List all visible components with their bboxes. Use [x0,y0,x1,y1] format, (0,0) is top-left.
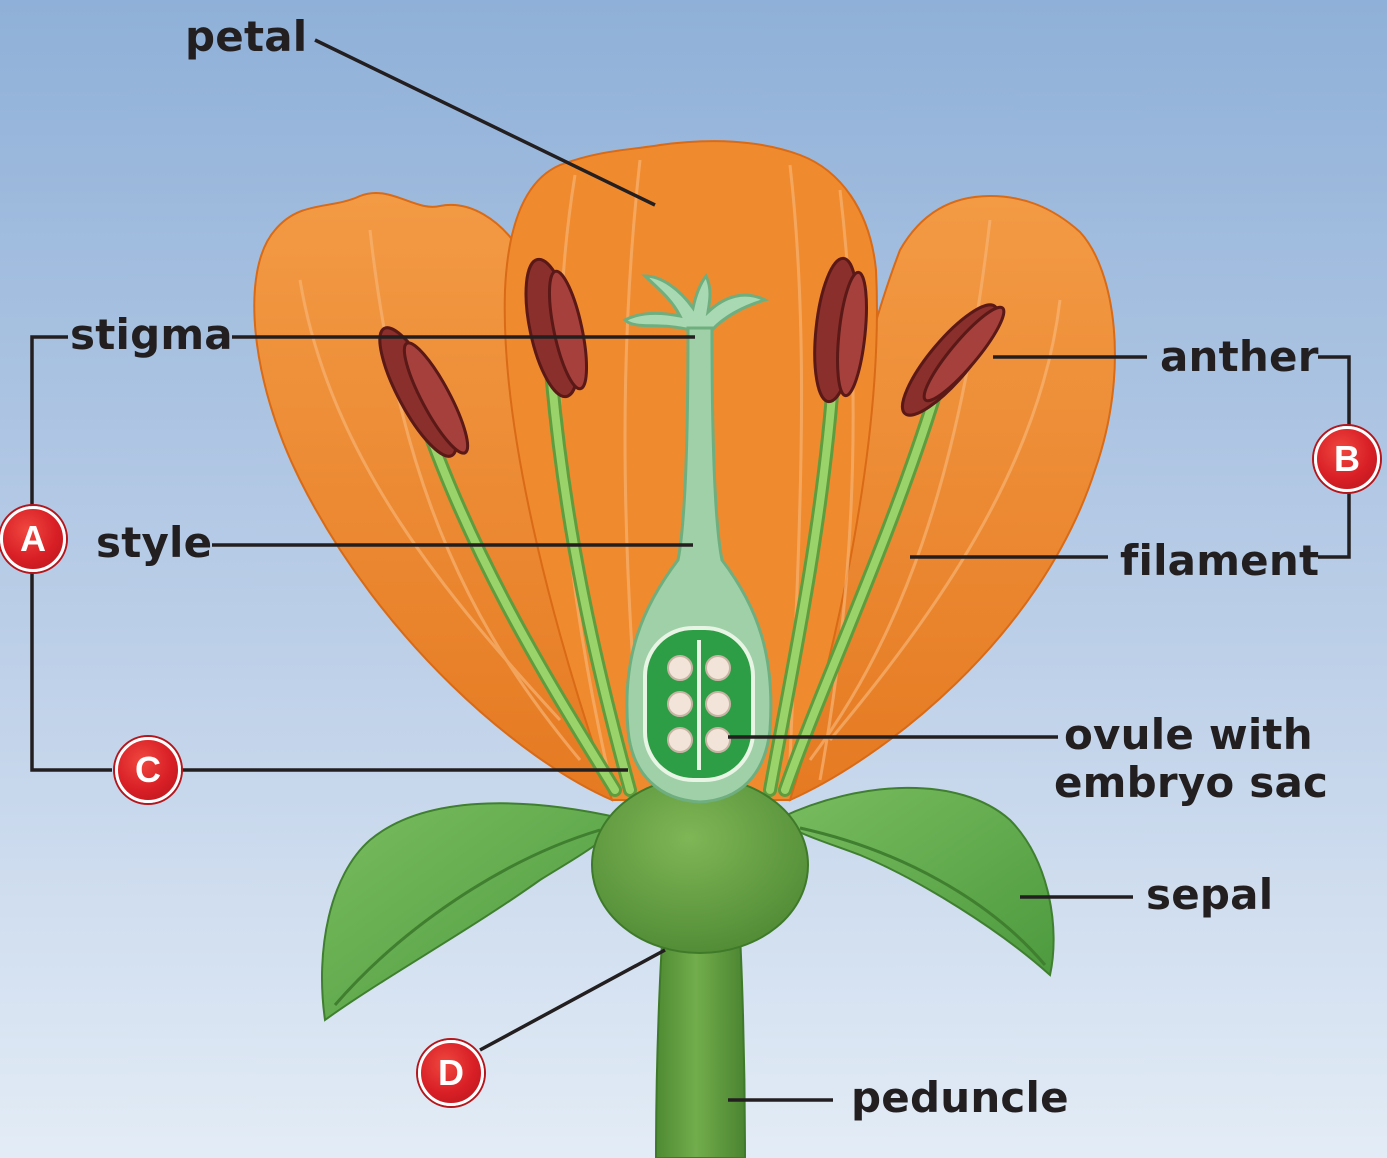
label-anther: anther [1160,332,1319,381]
anthers [378,256,1006,458]
sepals [321,786,1055,1022]
pistil [622,273,773,804]
label-peduncle: peduncle [851,1073,1069,1122]
label-ovule-line1: ovule with [1064,710,1313,759]
d-leader [479,948,666,1052]
badge-a: A [0,506,66,572]
label-stigma: stigma [70,310,233,359]
label-petal: petal [185,12,308,61]
badge-d: D [418,1040,484,1106]
label-filament: filament [1120,536,1320,585]
stigma-shape [622,273,770,332]
sepal-right [778,786,1055,977]
label-style: style [96,518,213,567]
ovules [667,655,731,753]
label-ovule-line2: embryo sac [1054,758,1329,807]
peduncle-stem [654,899,747,1158]
badge-c: C [115,737,181,803]
badge-b: B [1314,426,1380,492]
petal-leader [314,38,656,207]
sepal-left [321,802,622,1022]
filaments [411,323,942,797]
label-sepal: sepal [1146,870,1274,919]
